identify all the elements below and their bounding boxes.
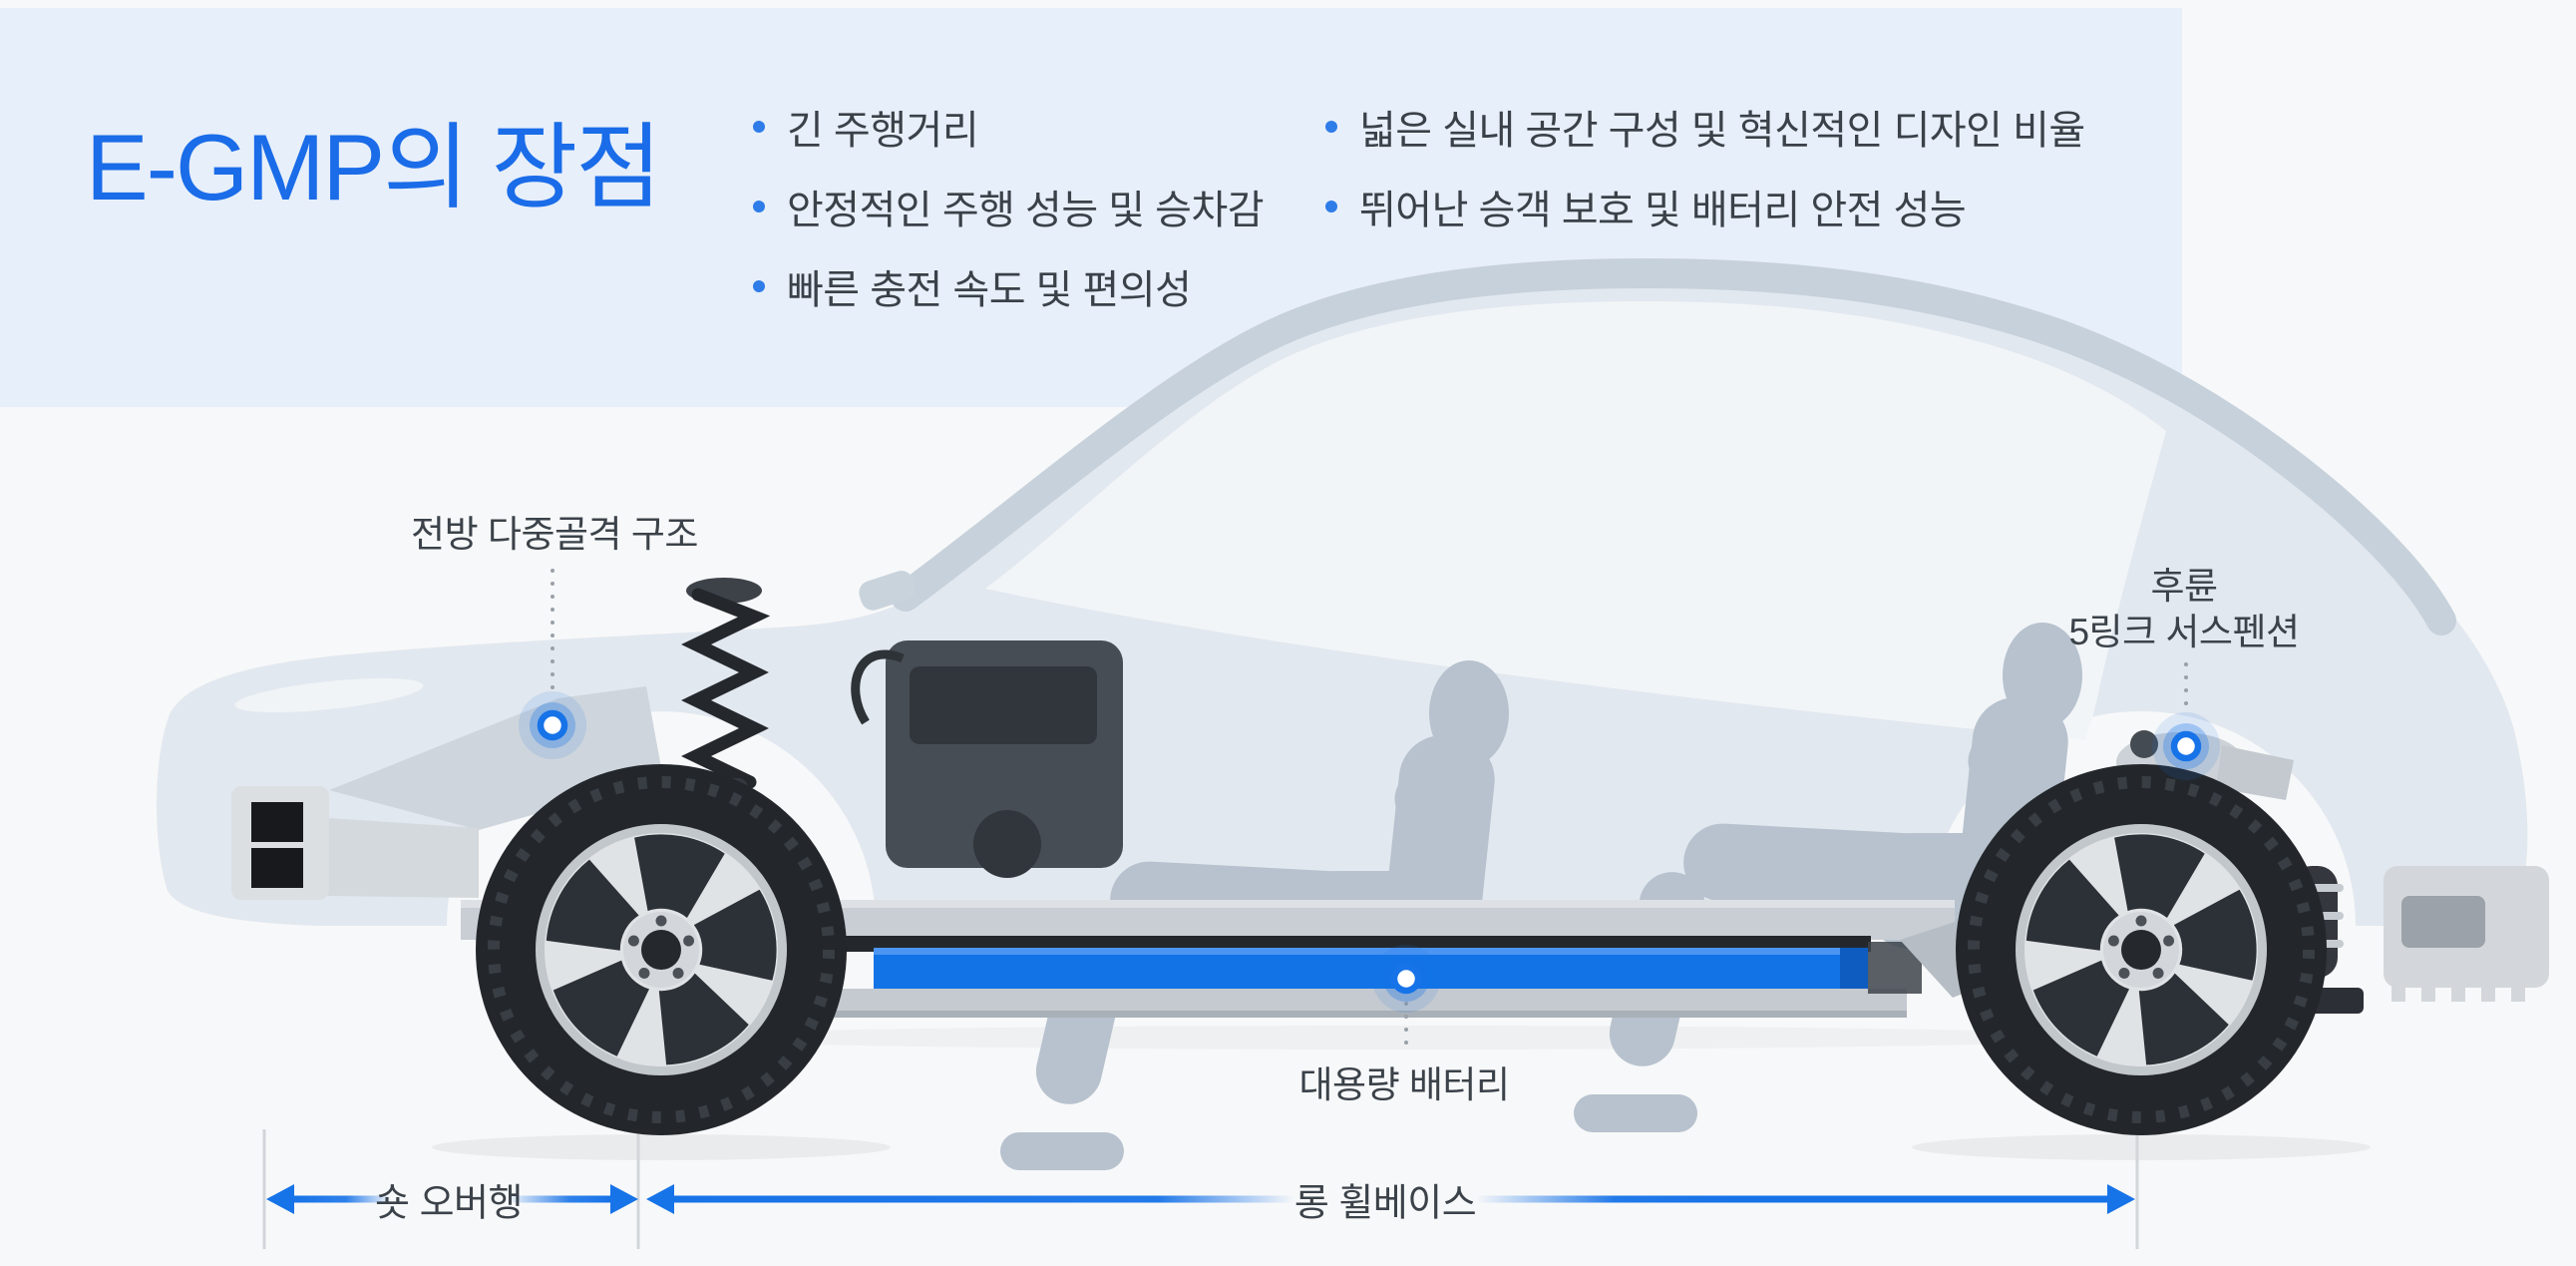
- front-structure-marker-icon: [519, 691, 586, 759]
- short-overhang-arrow: [266, 1184, 638, 1214]
- roof-band: [891, 257, 2456, 635]
- benefit-list-column-1: 긴 주행거리 안정적인 주행 성능 및 승차감 빠른 충전 속도 및 편의성: [753, 87, 1265, 326]
- short-overhang-label: 숏 오버행: [375, 1182, 523, 1225]
- front-coil-spring: [681, 588, 771, 789]
- benefit-item: 뛰어난 승객 보호 및 배터리 안전 성능: [1325, 167, 2085, 246]
- benefit-text: 빠른 충전 속도 및 편의성: [787, 268, 1192, 312]
- benefit-text: 긴 주행거리: [787, 109, 979, 153]
- benefit-text: 넓은 실내 공간 구성 및 혁신적인 디자인 비율: [1359, 109, 2085, 153]
- benefit-item: 빠른 충전 속도 및 편의성: [753, 246, 1264, 326]
- rear-wheel: [1956, 764, 2327, 1135]
- benefit-text: 안정적인 주행 성능 및 승차감: [787, 189, 1265, 232]
- bullet-dot-icon: [753, 201, 765, 212]
- headlight: [234, 677, 424, 713]
- rear-suspension-callout-line2: 5링크 서스펜션: [2068, 612, 2300, 652]
- battery-callout-label: 대용량 배터리: [1298, 1064, 1510, 1105]
- measurement-ticks: [262, 1129, 2139, 1249]
- front-structure-callout-label: 전방 다중골격 구조: [411, 514, 698, 555]
- side-mirror: [859, 571, 916, 611]
- long-wheelbase-label: 롱 휠베이스: [1293, 1182, 1477, 1225]
- cabin-window: [985, 301, 2166, 740]
- bullet-dot-icon: [1325, 121, 1337, 133]
- front-wheel: [476, 764, 847, 1135]
- benefit-item: 넓은 실내 공간 구성 및 혁신적인 디자인 비율: [1325, 87, 2085, 167]
- bullet-dot-icon: [753, 280, 765, 292]
- benefit-item: 안정적인 주행 성능 및 승차감: [753, 167, 1265, 246]
- rear-suspension-callout-label: 후륜 5링크 서스펜션: [2068, 564, 2300, 655]
- benefit-item: 긴 주행거리: [753, 87, 1264, 167]
- rear-suspension-callout-line1: 후륜: [2150, 566, 2218, 607]
- long-wheelbase-arrow: [646, 1184, 2135, 1214]
- leader-lines: [551, 569, 2188, 1050]
- bullet-dot-icon: [1325, 201, 1337, 212]
- rear-suspension-marker-icon: [2152, 712, 2220, 780]
- battery-marker-icon: [1372, 945, 1440, 1013]
- benefit-list-column-2: 넓은 실내 공간 구성 및 혁신적인 디자인 비율 뛰어난 승객 보호 및 배터…: [1325, 87, 2085, 246]
- ground-shadow: [432, 1134, 2371, 1160]
- bullet-dot-icon: [753, 121, 765, 133]
- page-title: E-GMP의 장점: [86, 115, 662, 219]
- benefit-text: 뛰어난 승객 보호 및 배터리 안전 성능: [1359, 189, 1967, 232]
